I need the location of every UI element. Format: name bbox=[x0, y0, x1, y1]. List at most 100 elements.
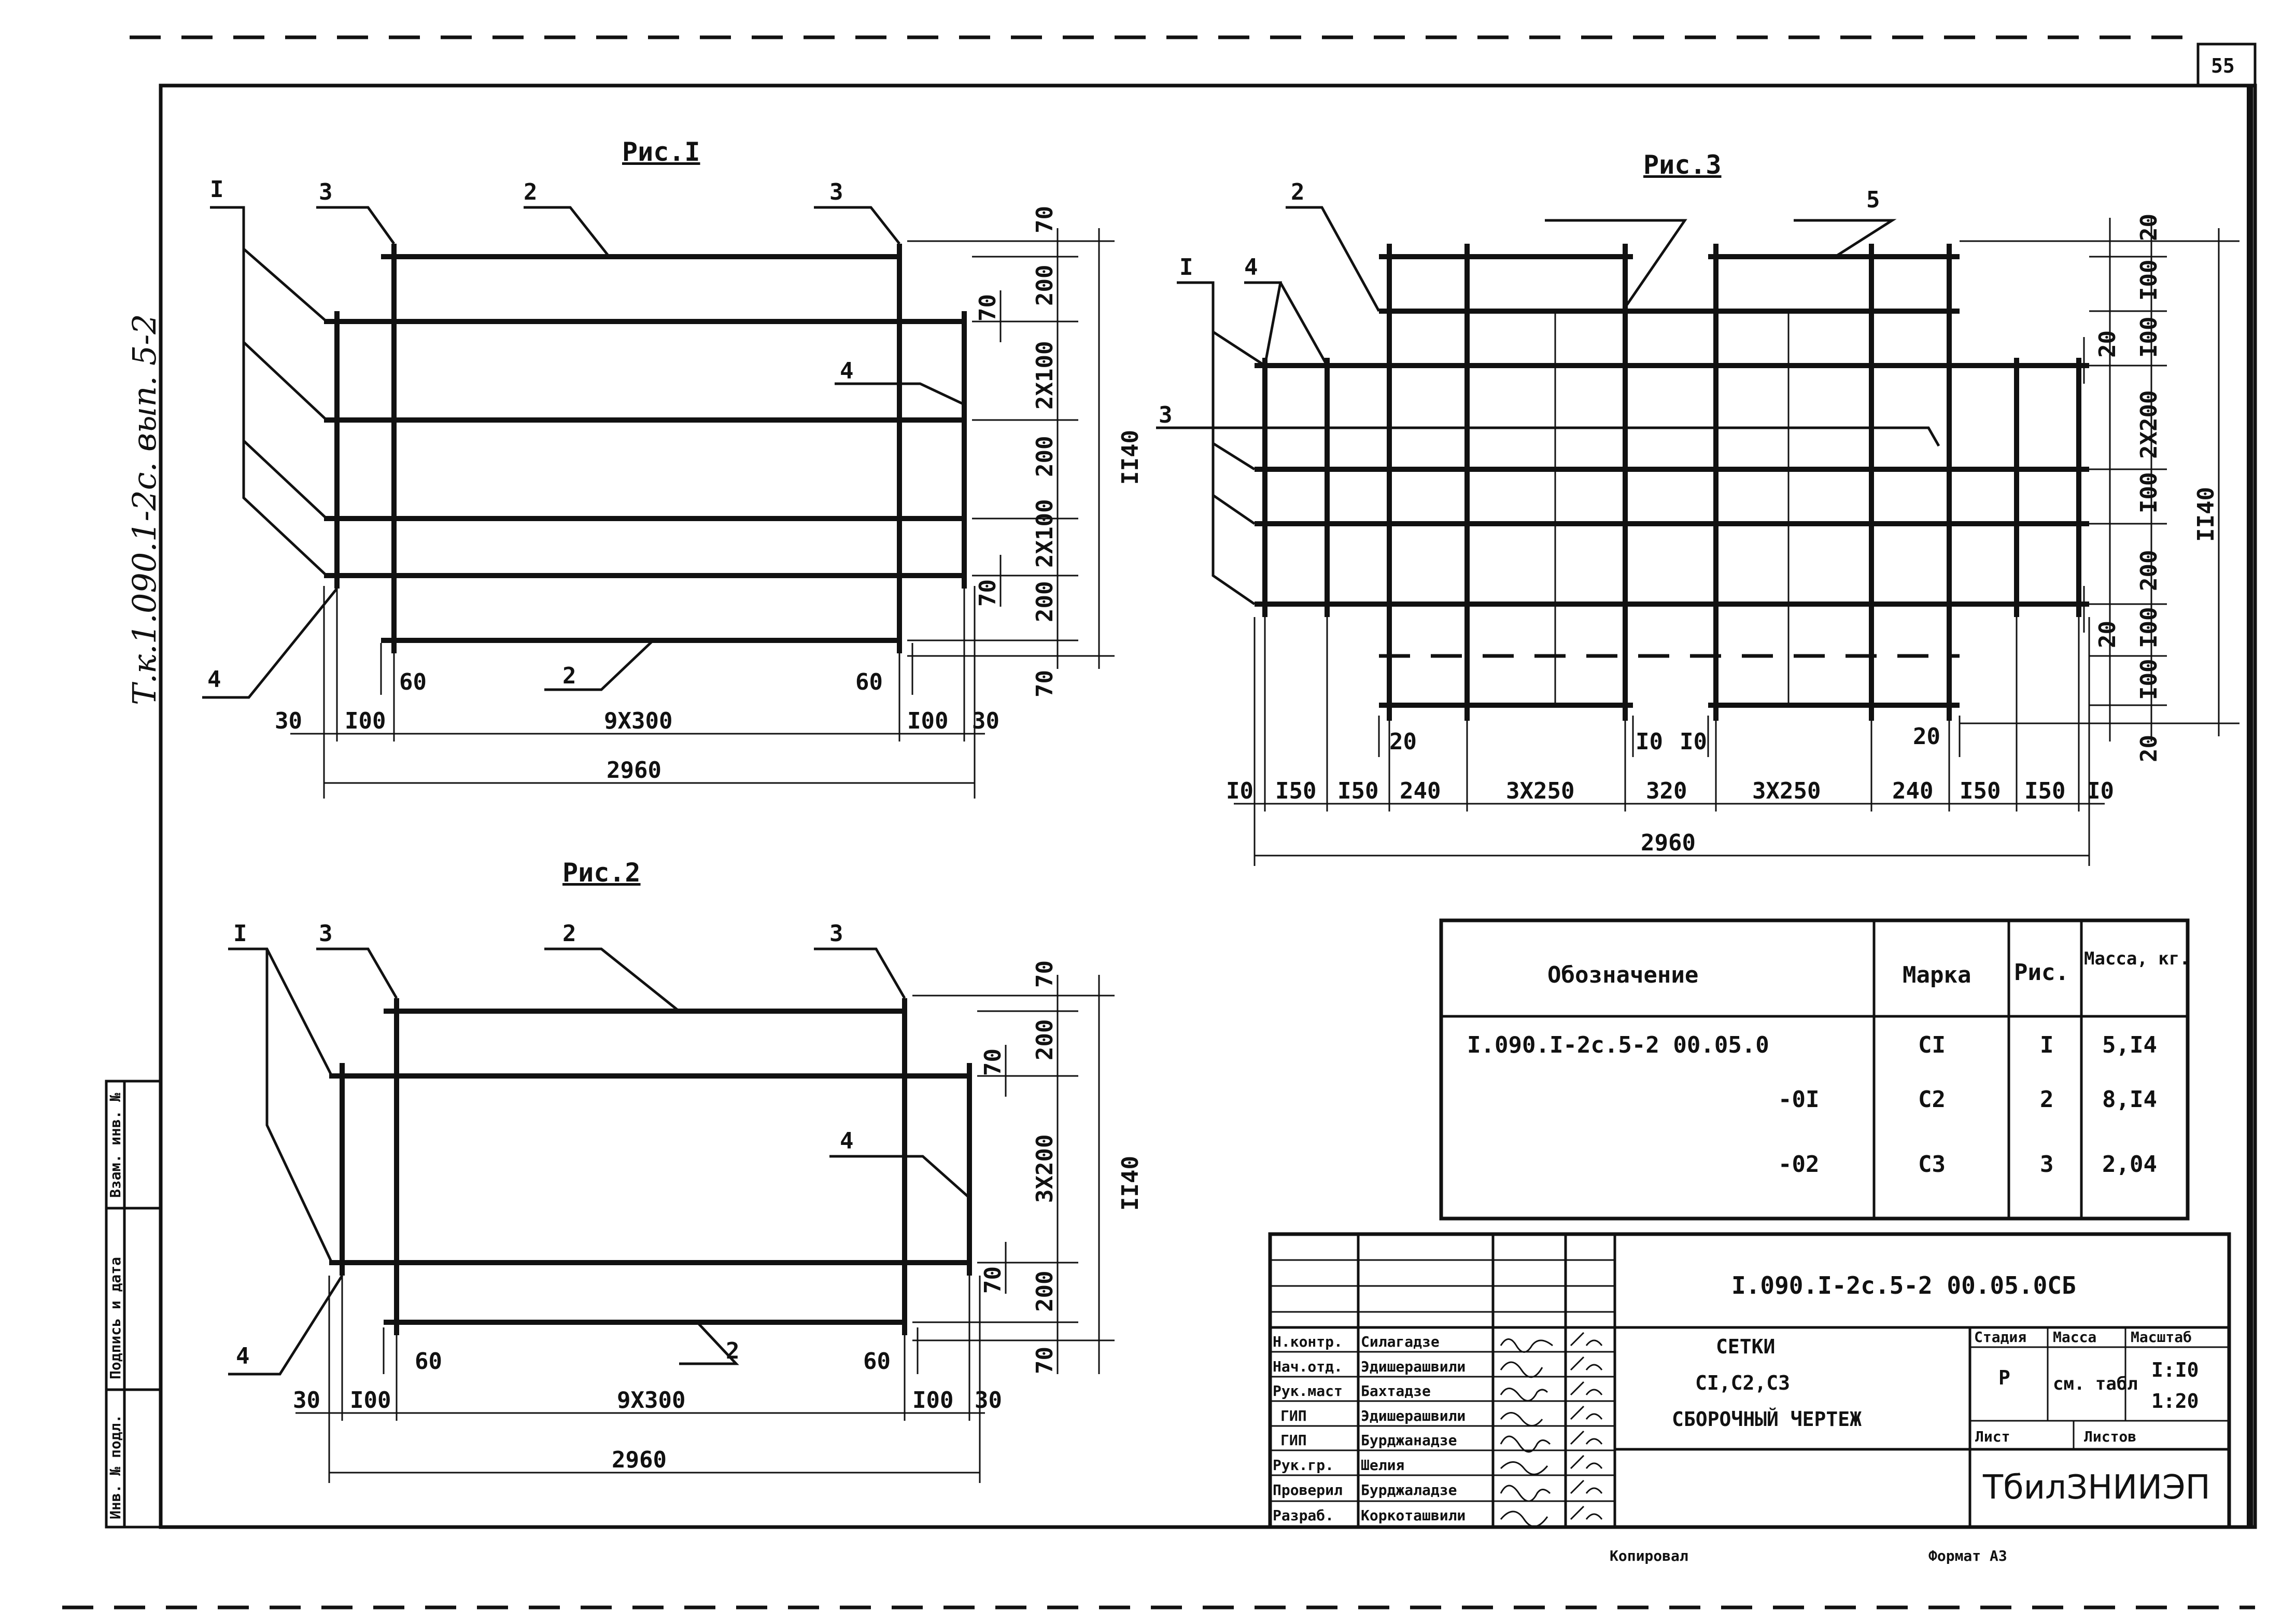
spec-row1-designation: I.090.I-2с.5-2 00.05.0 bbox=[1467, 1032, 1769, 1058]
fig3-dim-b10: I50 bbox=[2024, 778, 2065, 804]
page-number: 55 bbox=[2211, 54, 2235, 77]
spec-header-mass: Масса, кг. bbox=[2084, 948, 2190, 969]
fig2-callout-2b: 2 bbox=[726, 1338, 740, 1364]
fig1-dim-r2: 200 bbox=[1032, 265, 1058, 306]
fig3-dim-r5: I00 bbox=[2136, 472, 2162, 513]
figure-1: Рис.I I 3 2 3 4 4 2 bbox=[202, 137, 1144, 799]
fig3-dim-r1: 20 bbox=[2136, 214, 2162, 241]
fig3-dim-i2: 20 bbox=[2094, 621, 2121, 648]
title-line-3: СБОРОЧНЫЙ ЧЕРТЕЖ bbox=[1672, 1408, 1862, 1431]
signer-role: Нач.отд. bbox=[1273, 1358, 1343, 1375]
title-line-2: СI,С2,С3 bbox=[1695, 1372, 1790, 1394]
fig3-dim-r6: 200 bbox=[2136, 550, 2162, 591]
fig3-callout-1: I bbox=[1179, 254, 1193, 281]
fig1-dim-b1: 30 bbox=[275, 708, 302, 734]
spec-row3-designation: -02 bbox=[1778, 1151, 1819, 1178]
fig3-dim-b8: 240 bbox=[1892, 778, 1933, 804]
copied-label: Копировал bbox=[1610, 1547, 1688, 1564]
scale-value-2: 1:20 bbox=[2151, 1390, 2199, 1412]
fig3-dim-s2: I0 bbox=[1636, 729, 1663, 755]
fig3-dim-height: II40 bbox=[2193, 487, 2219, 542]
stamp-sign-label: Подпись и дата bbox=[107, 1257, 124, 1379]
fig1-callout-2b: 2 bbox=[562, 663, 576, 689]
fig2-dim-r5: 70 bbox=[1032, 1347, 1058, 1374]
signer-name: Эдишерашвили bbox=[1361, 1358, 1466, 1375]
fig1-dim-b5: 30 bbox=[972, 708, 999, 734]
spec-row3-mark: С3 bbox=[1918, 1151, 1946, 1178]
fig2-dim-r1: 70 bbox=[1032, 960, 1058, 988]
fig2-dim-r3: 3Х200 bbox=[1032, 1135, 1058, 1203]
fig3-dim-s3: I0 bbox=[1680, 729, 1707, 755]
fig3-dim-b9: I50 bbox=[1960, 778, 2001, 804]
fig2-callout-4b: 4 bbox=[236, 1343, 250, 1369]
format-label: Формат А3 bbox=[1928, 1547, 2007, 1564]
fig2-dim-i1: 70 bbox=[980, 1048, 1006, 1076]
signer-name: Коркоташвили bbox=[1361, 1507, 1466, 1524]
fig1-dim-r7: 70 bbox=[1032, 670, 1058, 697]
spec-header-designation: Обозначение bbox=[1547, 962, 1698, 988]
fig2-dim-b1: 30 bbox=[293, 1387, 320, 1414]
fig2-dim-b3: 9Х300 bbox=[617, 1387, 685, 1414]
spec-table: Обозначение Марка Рис. Масса, кг. I.090.… bbox=[1439, 918, 2190, 1221]
drawing-frame bbox=[159, 83, 2257, 1529]
spec-header-fig: Рис. bbox=[2014, 959, 2069, 986]
signer-role: Н.контр. bbox=[1273, 1333, 1343, 1350]
signers: Н.контр. Силагадзе Нач.отд. Эдишерашвили… bbox=[1273, 1333, 1466, 1524]
figure-3: Рис.3 2 5 bbox=[1156, 150, 2239, 866]
signer-role: ГИП bbox=[1280, 1432, 1307, 1449]
fig3-dim-width: 2960 bbox=[1641, 830, 1696, 856]
fig1-dim-r4: 200 bbox=[1032, 436, 1058, 477]
fig1-callout-4a: 4 bbox=[840, 358, 854, 384]
spec-row2-mark: С2 bbox=[1918, 1086, 1946, 1113]
fig2-dim-b4: I00 bbox=[912, 1387, 953, 1414]
fig3-dim-b5: 3Х250 bbox=[1506, 778, 1574, 804]
fig1-dim-r5: 2Х100 bbox=[1032, 499, 1058, 568]
signer-role: Разраб. bbox=[1273, 1507, 1334, 1524]
signer-role: Рук.гр. bbox=[1273, 1457, 1334, 1474]
fig1-dim-r1: 70 bbox=[1032, 206, 1058, 233]
fig2-callout-2: 2 bbox=[562, 920, 576, 947]
fig2-callout-3b: 3 bbox=[829, 920, 843, 947]
fig1-callout-3b: 3 bbox=[829, 179, 843, 205]
signer-name: Силагадзе bbox=[1361, 1333, 1440, 1350]
spec-row2-mass: 8,I4 bbox=[2102, 1086, 2157, 1113]
side-stamp: Инв. № подл. Подпись и дата Взам. инв. № bbox=[105, 1080, 162, 1529]
fig2-callout-1: I bbox=[233, 920, 247, 947]
signer-name: Эдишерашвили bbox=[1361, 1407, 1466, 1424]
fig1-dim-b3: 9Х300 bbox=[604, 708, 672, 734]
fig1-dim-i2: 70 bbox=[975, 579, 1001, 607]
spec-row2-designation: -0I bbox=[1778, 1086, 1819, 1113]
signer-role: Рук.маст bbox=[1273, 1382, 1343, 1400]
spec-row2-fig: 2 bbox=[2040, 1086, 2054, 1113]
fig3-dim-b2: I50 bbox=[1275, 778, 1316, 804]
fig1-dim-b2: I00 bbox=[345, 708, 386, 734]
spec-row1-mass: 5,I4 bbox=[2102, 1032, 2157, 1058]
fig1-callout-2: 2 bbox=[524, 179, 538, 205]
fig3-title: Рис.3 bbox=[1643, 150, 1722, 180]
stamp-replace-label: Взам. инв. № bbox=[107, 1093, 124, 1198]
fig1-callout-1: I bbox=[210, 176, 224, 203]
fig1-dim-height: II40 bbox=[1117, 430, 1144, 485]
fig3-callout-3: 3 bbox=[1159, 402, 1173, 428]
fig2-dim-r2: 200 bbox=[1032, 1019, 1058, 1060]
fig3-dim-b4: 240 bbox=[1400, 778, 1441, 804]
fig2-callout-3a: 3 bbox=[319, 920, 333, 947]
document-code: I.090.I-2с.5-2 00.05.0СБ bbox=[1731, 1271, 2076, 1299]
signer-role: Проверил bbox=[1273, 1481, 1343, 1499]
fig3-dim-s4: 20 bbox=[1913, 723, 1940, 750]
fig3-dim-r3: I00 bbox=[2136, 317, 2162, 358]
side-note: Т.к.1.090.1-2с. вып. 5-2 bbox=[125, 314, 163, 705]
fig3-callout-5: 5 bbox=[1866, 187, 1880, 213]
title-line-1: СЕТКИ bbox=[1716, 1335, 1775, 1358]
fig2-dim-height: II40 bbox=[1117, 1156, 1144, 1211]
fig1-callout-4b: 4 bbox=[207, 666, 221, 693]
fig3-dim-b7: 3Х250 bbox=[1752, 778, 1821, 804]
scale-label: Масштаб bbox=[2131, 1328, 2192, 1346]
fig2-dim-b2: I00 bbox=[350, 1387, 391, 1414]
fig3-dim-r4: 2Х200 bbox=[2136, 390, 2162, 459]
fig2-dim-b5: 30 bbox=[975, 1387, 1002, 1414]
fig1-dim-edge-r: 60 bbox=[855, 669, 883, 695]
fig3-dim-s1: 20 bbox=[1389, 729, 1417, 755]
spec-row1-mark: СI bbox=[1918, 1032, 1946, 1058]
fig1-dim-width: 2960 bbox=[607, 757, 661, 783]
